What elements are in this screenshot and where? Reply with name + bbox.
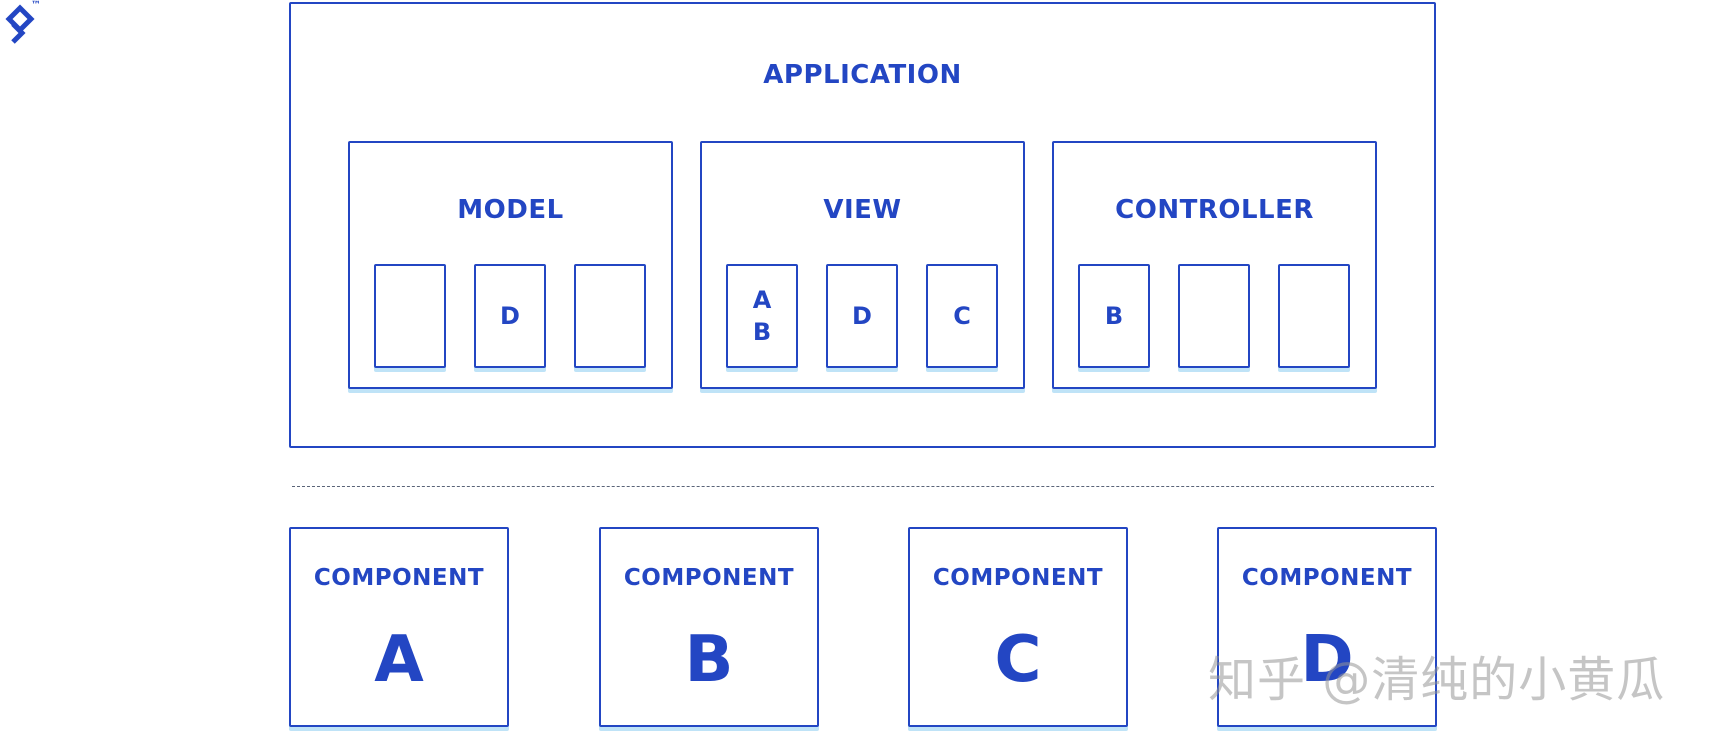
view-slot-1-label-a: A: [752, 285, 772, 314]
model-slot-2-label: D: [500, 301, 520, 330]
controller-slot-3: [1278, 264, 1350, 368]
view-slot-1-label-b: B: [752, 318, 772, 346]
model-title: MODEL: [457, 195, 564, 225]
view-slot-3: C: [926, 264, 998, 368]
watermark: 知乎 @清纯的小黄瓜: [1208, 652, 1666, 708]
model-slot-1: [374, 264, 446, 368]
controller-box: CONTROLLER B: [1052, 141, 1377, 389]
controller-slot-2: [1178, 264, 1250, 368]
component-c-label: COMPONENT: [932, 565, 1104, 591]
controller-slot-1-label: B: [1104, 301, 1124, 330]
controller-slot-1: B: [1078, 264, 1150, 368]
model-box: MODEL D: [348, 141, 673, 389]
view-slot-2: D: [826, 264, 898, 368]
view-slot-1: A B: [726, 264, 798, 368]
component-c-letter: C: [994, 623, 1042, 697]
component-a-box: COMPONENT A: [289, 527, 509, 727]
component-a-label: COMPONENT: [313, 565, 485, 591]
component-d-label: COMPONENT: [1241, 565, 1413, 591]
application-title: APPLICATION: [763, 60, 962, 90]
dashed-divider: [292, 486, 1434, 487]
component-b-box: COMPONENT B: [599, 527, 819, 727]
view-title: VIEW: [823, 195, 902, 225]
view-box: VIEW A B D C: [700, 141, 1025, 389]
view-slot-3-label: C: [953, 301, 971, 330]
model-slot-2: D: [474, 264, 546, 368]
component-c-box: COMPONENT C: [908, 527, 1128, 727]
component-d-letter: D: [1300, 623, 1354, 697]
trademark-symbol: ™: [31, 0, 41, 11]
controller-title: CONTROLLER: [1115, 195, 1314, 225]
component-a-letter: A: [374, 623, 424, 697]
component-d-box: COMPONENT D: [1217, 527, 1437, 727]
toptal-logo-icon: [5, 4, 35, 44]
component-b-letter: B: [684, 623, 734, 697]
component-b-label: COMPONENT: [623, 565, 795, 591]
model-slot-3: [574, 264, 646, 368]
view-slot-2-label: D: [852, 301, 872, 330]
